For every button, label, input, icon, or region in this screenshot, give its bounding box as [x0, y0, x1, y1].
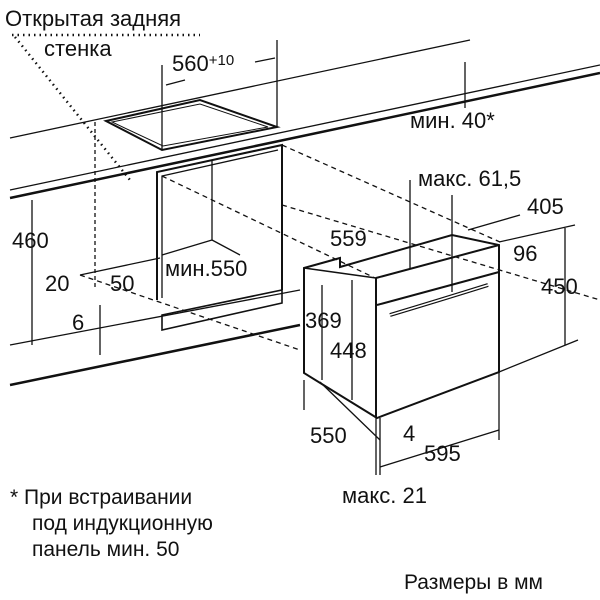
oven-edge — [375, 244, 500, 279]
footnote-line: под индукционную — [32, 512, 213, 535]
countertop-back-edge — [9, 39, 471, 139]
min-550-label: мин.550 — [165, 256, 248, 281]
control-panel-edge — [376, 271, 500, 306]
hidden-line — [79, 274, 301, 351]
floor-line — [9, 289, 301, 346]
dim-405-line — [467, 214, 521, 231]
dim-50-label: 50 — [110, 271, 135, 296]
dim-96-label: 96 — [513, 241, 538, 266]
dim-595-label: 595 — [424, 441, 461, 466]
oven-edge — [303, 267, 377, 279]
open-back-wall-label: Открытая задняя — [5, 6, 182, 31]
units-note: Размеры в мм — [404, 571, 543, 594]
max-61-5-label: макс. 61,5 — [418, 166, 522, 191]
footnote-line: панель мин. 50 — [32, 538, 180, 561]
min-40-label: мин. 40* — [410, 108, 495, 133]
footnote-line: * При встраивании — [10, 486, 193, 509]
dim-559-label: 559 — [330, 226, 367, 251]
dim-6-label: 6 — [72, 310, 85, 335]
floor-line — [9, 323, 301, 387]
hob-outline — [103, 98, 281, 152]
plinth — [161, 289, 283, 331]
hidden-line — [161, 175, 376, 279]
dim-448-label: 448 — [330, 338, 367, 363]
max-21-label: макс. 21 — [342, 483, 427, 508]
hidden-line — [281, 144, 501, 243]
niche-frame — [156, 143, 283, 300]
dim-line — [79, 257, 161, 276]
countertop-front-edge — [9, 64, 600, 191]
dim-369-label: 369 — [305, 308, 342, 333]
dim-line — [498, 224, 576, 243]
dim-595-line — [379, 429, 500, 468]
dim-560-label: 560+10 — [172, 53, 234, 75]
footnote: * При встраивании под индукционную панел… — [10, 485, 213, 563]
niche-floor — [161, 239, 213, 256]
dim-560-value: 560 — [172, 51, 209, 76]
dim-20-label: 20 — [45, 271, 70, 296]
niche-floor — [211, 239, 241, 256]
dim-550-label: 550 — [310, 423, 347, 448]
oven-handle-highlight — [389, 284, 489, 316]
dim-line — [319, 381, 381, 441]
dim-450-label: 450 — [541, 274, 578, 299]
dim-4-label: 4 — [403, 421, 416, 446]
hob-inner — [110, 103, 269, 147]
hidden-line — [281, 204, 600, 301]
dim-405-label: 405 — [527, 194, 564, 219]
dim-arrow — [165, 79, 186, 86]
dim-arrow — [254, 57, 276, 63]
dim-560-tolerance: +10 — [208, 52, 235, 69]
open-back-wall-label-2: стенка — [44, 36, 112, 61]
dim-460-label: 460 — [12, 228, 49, 253]
countertop-lower-edge — [9, 71, 600, 200]
dim-line — [498, 339, 579, 373]
